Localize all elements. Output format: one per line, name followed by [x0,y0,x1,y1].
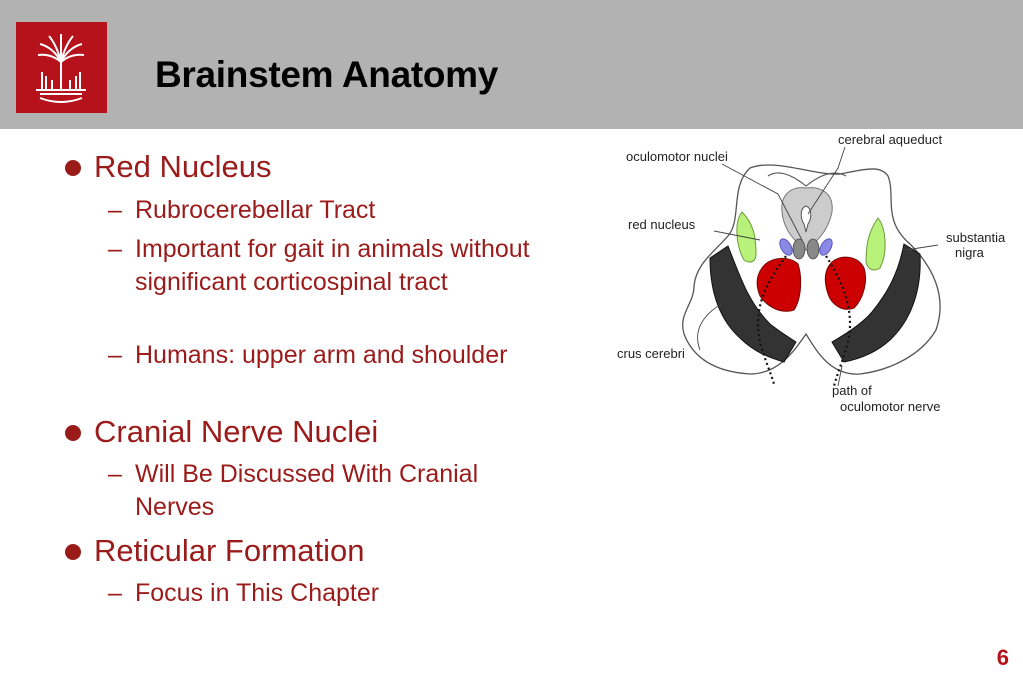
bullet-dot-icon [65,160,81,176]
slide-title: Brainstem Anatomy [155,54,499,95]
oculomotor-nuclei-left [792,238,806,260]
label-path-of: path of [832,383,872,398]
sub-bullet-item: – Rubrocerebellar Tract [108,194,558,227]
sub-bullet-item: – Humans: upper arm and shoulder [108,339,558,372]
crus-cerebri-left [709,245,797,363]
bullet-text: Cranial Nerve Nuclei [94,414,379,449]
crus-cerebri-right [831,243,921,363]
bullet-dot-icon [65,425,81,441]
label-red-nucleus: red nucleus [628,217,696,232]
sub-bullet-text: Rubrocerebellar Tract [135,196,376,224]
sub-bullet-item: – Important for gait in animals without … [108,233,558,299]
brainstem-diagram: cerebral aqueduct oculomotor nuclei red … [610,128,1023,433]
label-oculomotor-nerve: oculomotor nerve [840,399,940,414]
sub-bullet-text: Will Be Discussed With Cranial Nerves [135,460,479,521]
red-nucleus-left [756,258,802,312]
bullet-text: Reticular Formation [94,533,365,568]
page-number: 6 [996,645,1009,670]
sub-bullet-text: Focus in This Chapter [135,579,380,607]
edinger-westphal-right [819,238,833,256]
label-cerebral-aqueduct: cerebral aqueduct [838,132,942,147]
sub-bullet-text: Humans: upper arm and shoulder [135,341,508,369]
label-crus-cerebri: crus cerebri [617,346,685,361]
edinger-westphal-left [779,238,793,256]
substantia-nigra-right [865,217,886,271]
sub-bullet-text: Important for gait in animals without si… [135,235,530,296]
slide-header: Brainstem Anatomy [0,0,1023,129]
label-oculomotor-nuclei: oculomotor nuclei [626,149,728,164]
label-nigra: nigra [955,245,985,260]
sub-bullet-item: – Will Be Discussed With Cranial Nerves [108,458,558,524]
oculomotor-nuclei-right [806,238,820,260]
bullet-dot-icon [65,544,81,560]
bullet-text: Red Nucleus [94,149,272,184]
label-substantia: substantia [946,230,1006,245]
university-logo [16,22,107,113]
sub-bullet-item: – Focus in This Chapter [108,577,558,610]
